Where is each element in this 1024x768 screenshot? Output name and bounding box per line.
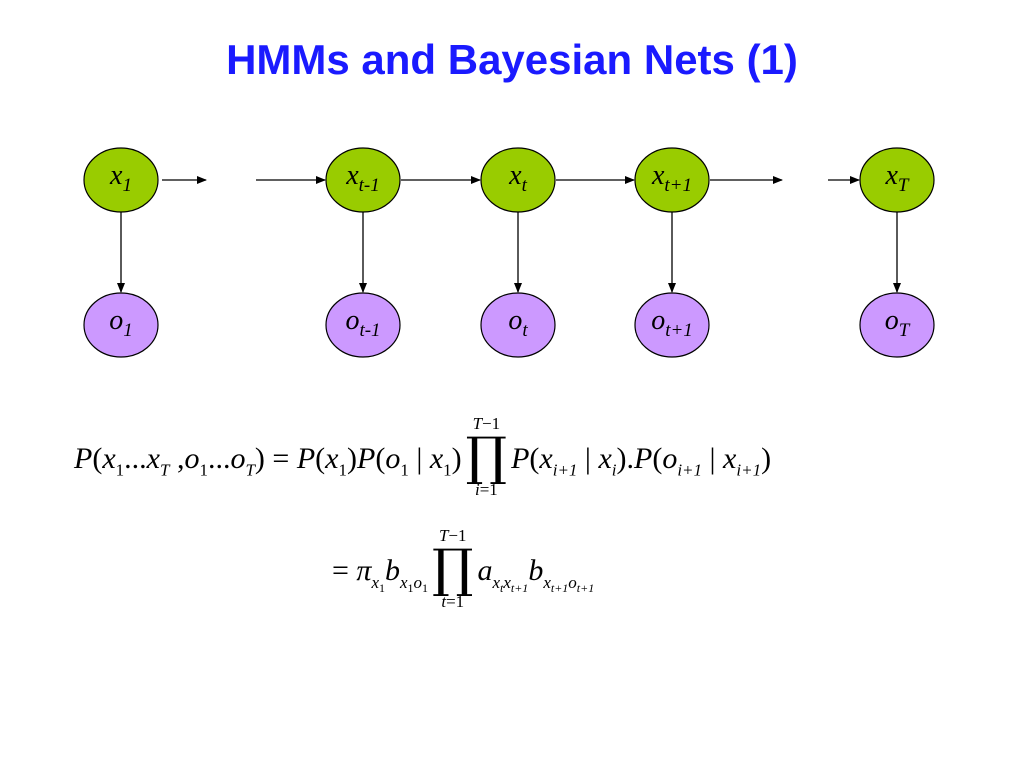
hidden-node-x1-label: x1 — [109, 160, 132, 196]
diagram-nodes: x1 xt-1 xt xt+1 xT o1 ot-1 ot ot+1 oT — [83, 147, 935, 358]
observed-node-oT-label: oT — [885, 305, 911, 341]
observed-node-ot+1: ot+1 — [634, 292, 710, 358]
joint-probability-equation: P(x1...xT ,o1...oT) = P(x1)P(o1 | x1)T−1… — [74, 414, 772, 499]
hidden-node-xt-circle — [480, 147, 556, 213]
slide-title: HMMs and Bayesian Nets (1) — [226, 36, 798, 83]
hidden-node-xt+1-circle — [634, 147, 710, 213]
hidden-node-xT-circle — [859, 147, 935, 213]
hidden-node-xt+1-label: xt+1 — [651, 160, 692, 196]
product-operator-t: T−1∏t=1 — [432, 526, 474, 611]
observed-node-ot-label: ot — [508, 305, 528, 341]
observed-node-ot-1-circle — [325, 292, 401, 358]
hidden-node-xt+1: xt+1 — [634, 147, 710, 213]
diagram-edges — [117, 176, 901, 293]
observed-node-ot-1: ot-1 — [325, 292, 401, 358]
observed-node-ot: ot — [480, 292, 556, 358]
observed-node-ot-circle — [480, 292, 556, 358]
hidden-node-xT: xT — [859, 147, 935, 213]
observed-node-ot+1-circle — [634, 292, 710, 358]
observed-node-oT: oT — [859, 292, 935, 358]
observed-node-ot+1-label: ot+1 — [651, 305, 693, 341]
observed-node-o1-circle — [83, 292, 159, 358]
hidden-node-xt: xt — [480, 147, 556, 213]
observed-node-oT-circle — [859, 292, 935, 358]
hidden-node-xt-1: xt-1 — [325, 147, 401, 213]
hidden-node-xT-label: xT — [884, 160, 909, 196]
hidden-node-xt-1-label: xt-1 — [345, 160, 380, 196]
hidden-node-x1-circle — [83, 147, 159, 213]
hidden-node-x1: x1 — [83, 147, 159, 213]
observed-node-ot-1-label: ot-1 — [345, 305, 380, 341]
hidden-node-xt-1-circle — [325, 147, 401, 213]
observed-node-o1: o1 — [83, 292, 159, 358]
hidden-node-xt-label: xt — [508, 160, 527, 196]
product-operator-i: T−1∏i=1 — [465, 414, 508, 499]
observed-node-o1-label: o1 — [109, 305, 133, 341]
